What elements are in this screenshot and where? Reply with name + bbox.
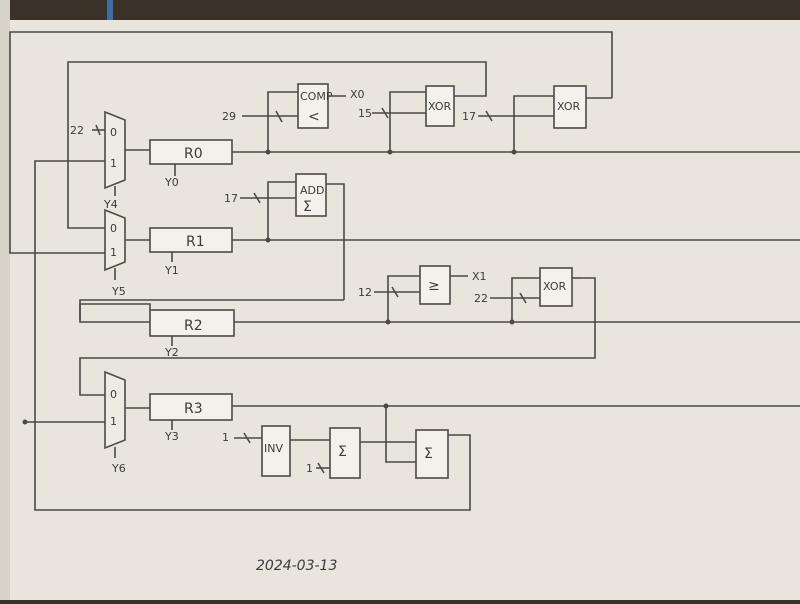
const-22-mux: 22	[70, 124, 84, 137]
wire-xor2-feedback	[67, 61, 487, 229]
summer-2	[415, 429, 449, 479]
wire-add-to-r2	[79, 299, 344, 323]
comparator-ge-symbol: ≥	[428, 278, 440, 294]
adder-title: ADD	[300, 184, 324, 197]
register-r2	[149, 309, 235, 337]
xor-1-label: XOR	[428, 100, 451, 113]
bus-tick	[519, 292, 527, 304]
bus-tick	[275, 110, 283, 123]
xor-gate-3	[539, 267, 573, 307]
register-r1-label: R1	[186, 234, 205, 250]
mux-r3-in0: 0	[110, 388, 117, 401]
wire-xor-mid-to-mux3	[79, 277, 596, 396]
wire-r1-add	[267, 181, 296, 240]
xor-2-label: XOR	[557, 100, 580, 113]
bus-tick	[485, 110, 493, 122]
mux-r1	[104, 208, 126, 272]
wire-xor1-out	[454, 88, 487, 97]
comparator-symbol: <	[308, 109, 320, 125]
const-15: 15	[358, 107, 372, 120]
adder-symbol: Σ	[303, 199, 312, 215]
mux-r1-in0: 0	[110, 222, 117, 235]
register-r0	[149, 139, 233, 165]
wire-r2-ge	[387, 275, 420, 322]
control-y6: Y6	[111, 462, 126, 475]
mux-r0-in0: 0	[110, 126, 117, 139]
wire-r3-sum2	[385, 406, 416, 463]
inverter	[261, 425, 291, 477]
paper-sheet	[0, 20, 800, 600]
control-y4: Y4	[103, 198, 118, 211]
wire-xor3-feedback	[9, 31, 613, 254]
xor-gate-2	[553, 85, 587, 129]
const-17-add: 17	[224, 192, 238, 205]
summer-2-symbol: Σ	[424, 446, 433, 462]
date-label: 2024-03-13	[256, 558, 337, 574]
junction	[22, 419, 28, 425]
const-12: 12	[358, 286, 372, 299]
comparator-ge	[419, 265, 451, 305]
bus-tick	[243, 432, 251, 444]
comparator-less	[297, 83, 329, 129]
output-x0: X0	[350, 88, 365, 101]
mux-r3-in1: 1	[110, 415, 117, 428]
bus-tick	[317, 462, 325, 474]
inverter-label: INV	[264, 442, 283, 455]
mux-r0	[104, 110, 126, 190]
wire-sum2-feedback	[34, 160, 471, 511]
wire-r0-comp	[267, 91, 298, 152]
summer-1-symbol: Σ	[338, 444, 347, 460]
bus-tick	[253, 192, 261, 204]
mux-r1-in1: 1	[110, 246, 117, 259]
mux-r3	[104, 370, 126, 450]
const-22-xor: 22	[474, 292, 488, 305]
bus-tick	[381, 107, 389, 119]
register-r3	[149, 393, 233, 421]
xor-3-label: XOR	[543, 280, 566, 293]
control-y2: Y2	[164, 346, 179, 359]
xor-gate-1	[425, 85, 455, 127]
control-y5: Y5	[111, 285, 126, 298]
wire-r0-xor1	[389, 91, 426, 152]
summer-1	[329, 427, 361, 479]
const-29: 29	[222, 110, 236, 123]
register-r2-label: R2	[184, 318, 203, 334]
control-y1: Y1	[164, 264, 179, 277]
wire-r2-xor3	[511, 277, 540, 322]
wire-r0-xor2	[513, 95, 554, 152]
bus-tick	[391, 286, 399, 298]
output-x1: X1	[472, 270, 487, 283]
mux-r0-in1: 1	[110, 157, 117, 170]
const-17-xor: 17	[462, 110, 476, 123]
const-1-inv: 1	[222, 431, 229, 444]
control-y3: Y3	[164, 430, 179, 443]
const-1-sum: 1	[306, 462, 313, 475]
register-r0-label: R0	[184, 146, 203, 162]
wire-add-out	[326, 183, 345, 300]
bus-tick	[95, 124, 101, 136]
control-y0: Y0	[164, 176, 179, 189]
comparator-title: COMP	[300, 90, 333, 103]
register-r3-label: R3	[184, 401, 203, 417]
adder	[295, 173, 327, 217]
